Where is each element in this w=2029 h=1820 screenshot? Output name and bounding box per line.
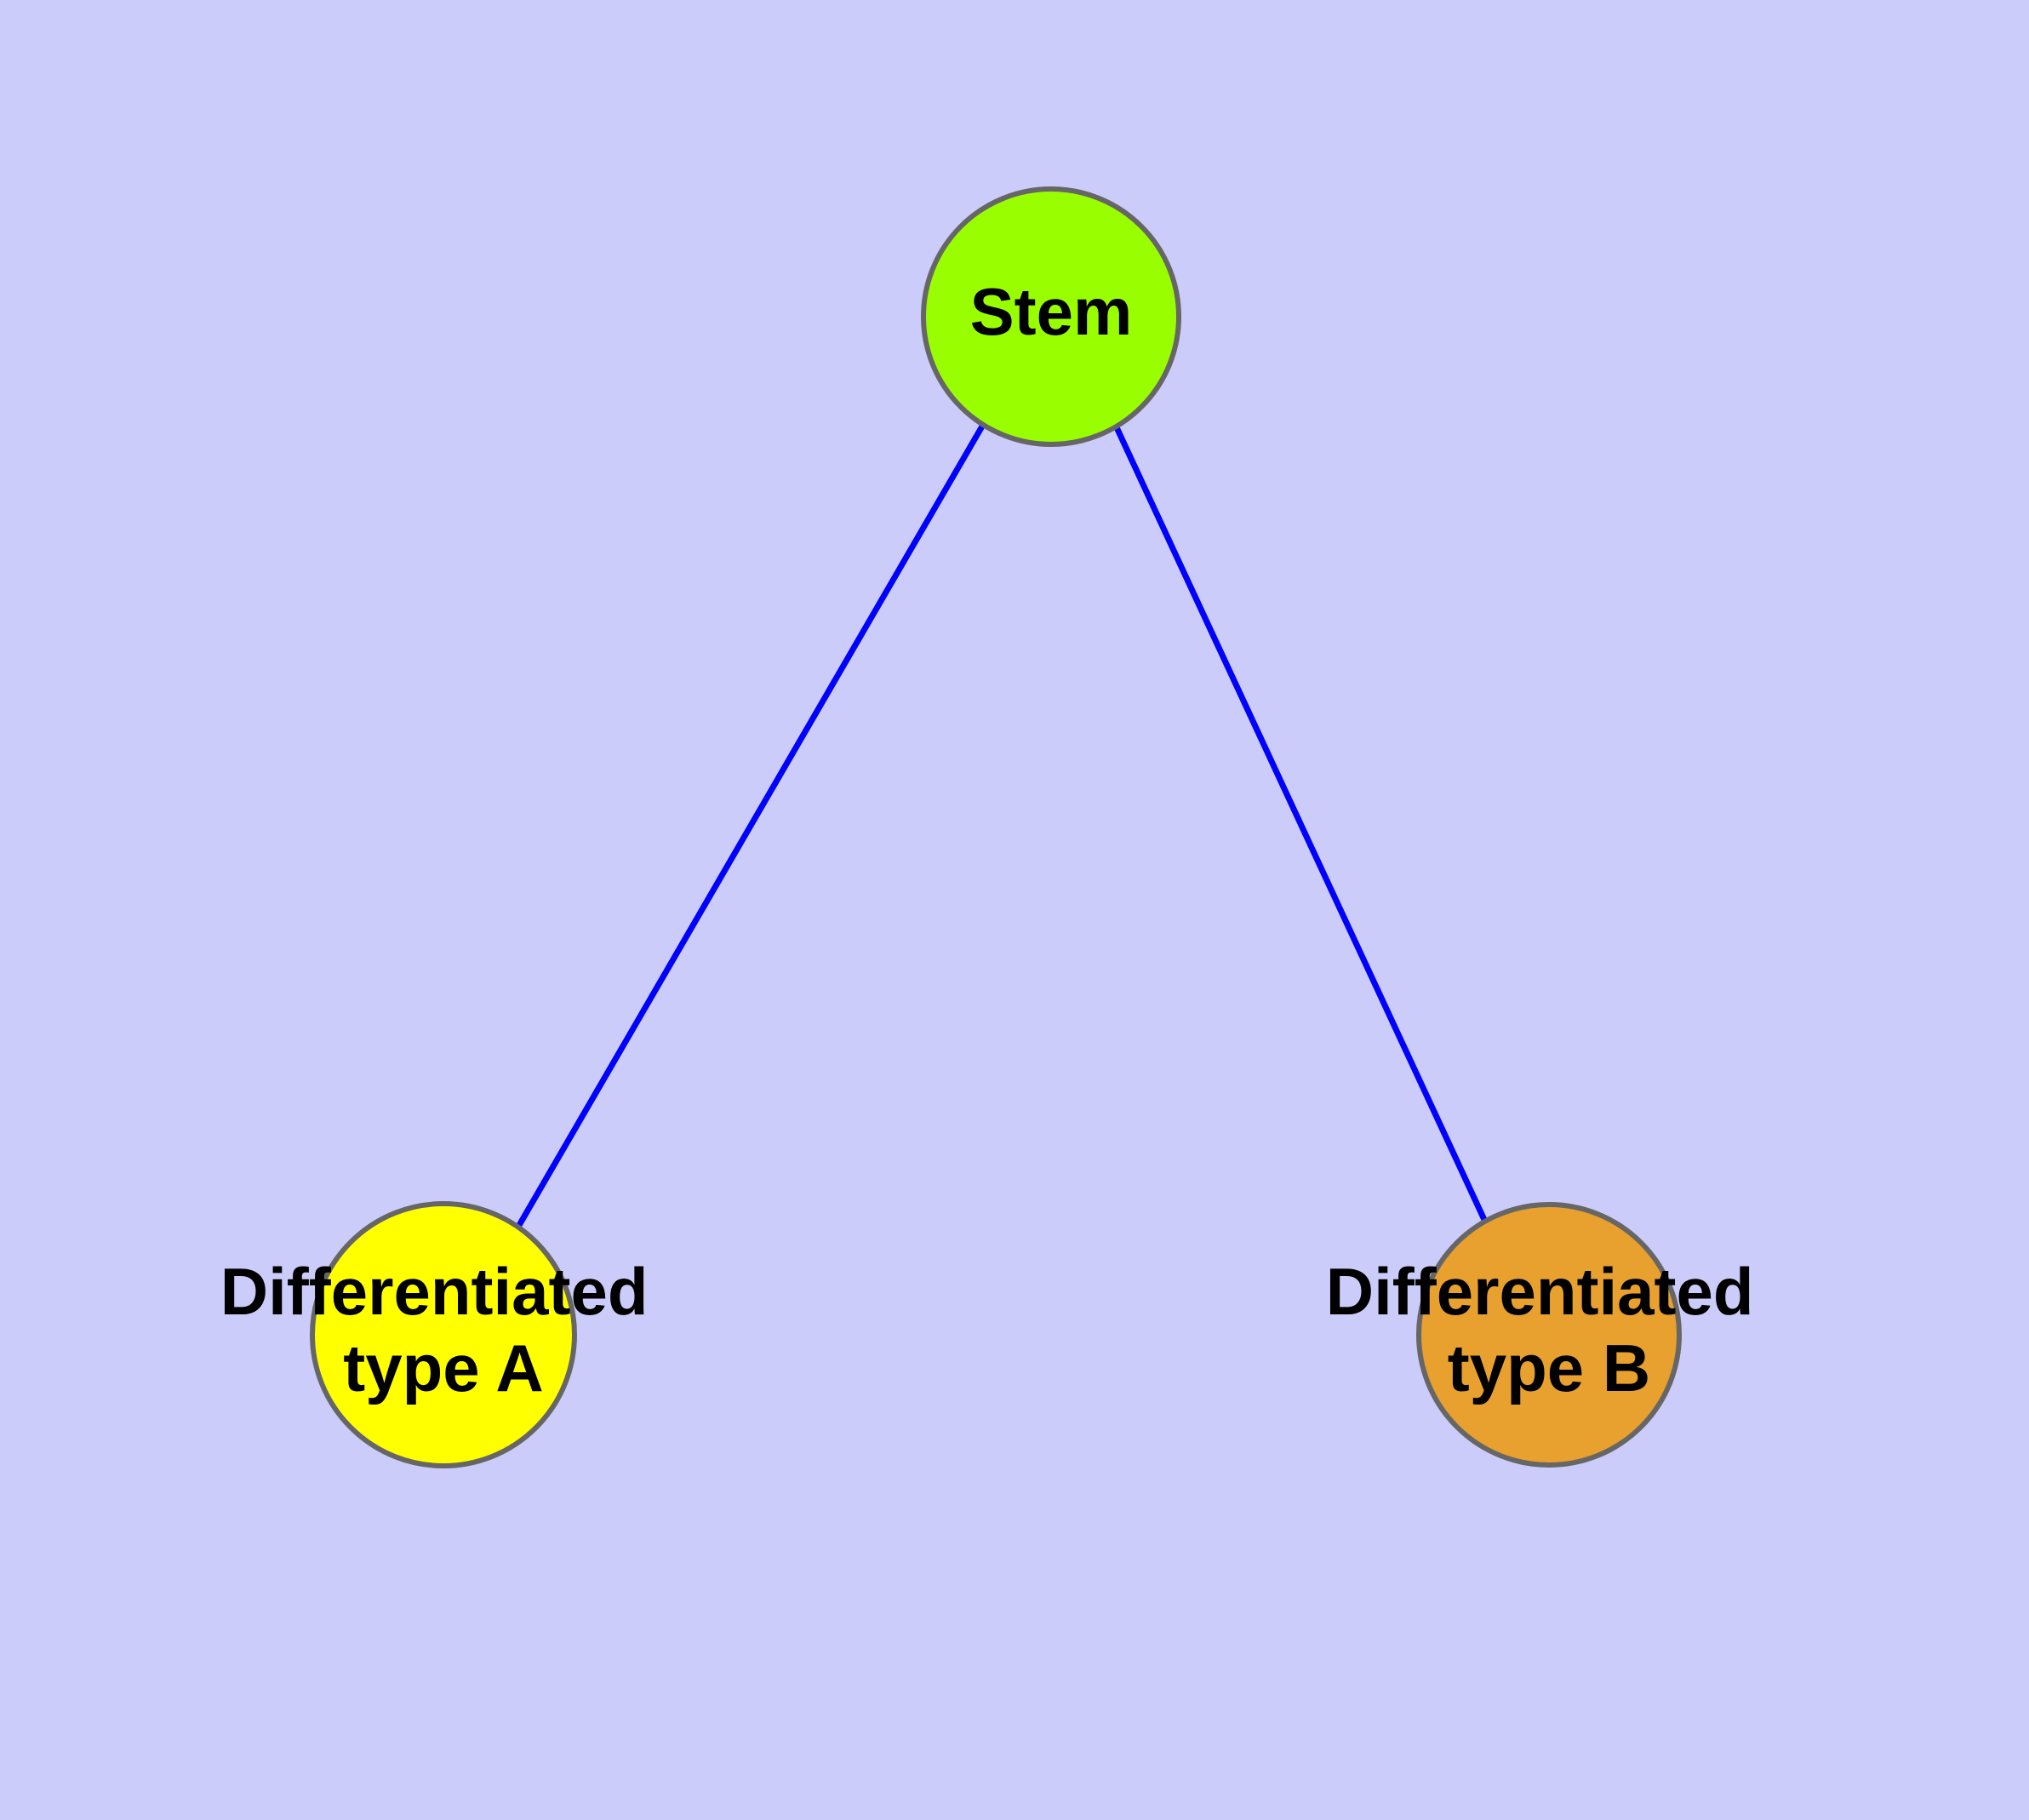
node-stem-circle[interactable] (921, 186, 1181, 447)
node-differentiated-type-b-label-line-1: Differentiated (1326, 1254, 1754, 1329)
node-stem[interactable]: Stem (921, 186, 1181, 447)
node-differentiated-type-a-circle[interactable] (310, 1201, 577, 1468)
node-stem-label: Stem (970, 274, 1133, 349)
edge-stem-to-differentiated-type-b[interactable] (1112, 424, 1489, 1223)
node-differentiated-type-a-label-line-2: type A (343, 1330, 544, 1405)
node-layer: Stem Differentiated type A Differentiate… (220, 186, 1772, 1468)
node-differentiated-type-b[interactable]: Differentiated type B (1326, 1202, 1772, 1468)
node-differentiated-type-a-label-line-1: Differentiated (220, 1254, 649, 1329)
edge-stem-to-differentiated-type-a[interactable] (515, 423, 986, 1228)
node-differentiated-type-a-label: Differentiated type A (220, 1254, 666, 1405)
node-differentiated-type-b-circle[interactable] (1416, 1202, 1682, 1468)
edge-layer (515, 423, 1489, 1228)
node-stem-label-line-1: Stem (970, 274, 1133, 349)
node-differentiated-type-b-label: Differentiated type B (1326, 1254, 1772, 1405)
node-differentiated-type-b-label-line-2: type B (1448, 1330, 1650, 1405)
node-differentiated-type-a[interactable]: Differentiated type A (220, 1201, 666, 1468)
